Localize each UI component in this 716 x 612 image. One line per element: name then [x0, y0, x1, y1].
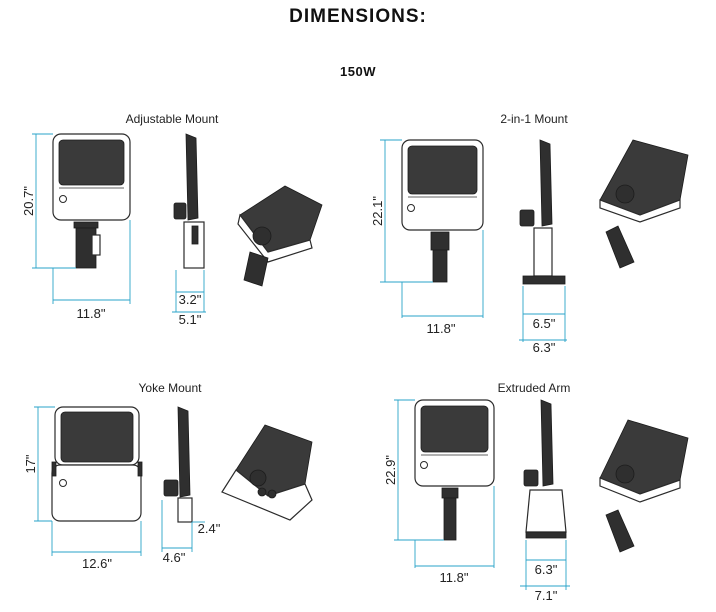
two-in-one-depth-dim: 6.5"	[533, 316, 556, 331]
extruded-arm-label: Extruded Arm	[498, 381, 571, 395]
two-in-one-width-dim: 11.8"	[427, 321, 456, 336]
adjustable-side-dim: 5.1"	[179, 312, 202, 327]
extruded-width-dim: 11.8"	[440, 570, 469, 585]
yoke-perspective-view	[221, 424, 313, 521]
extruded-arm-panel: Extruded Arm 22.9" 11.8"	[383, 381, 689, 603]
two-in-one-side-dim: 6.3"	[533, 340, 556, 355]
adjustable-perspective-view	[237, 185, 323, 287]
extruded-perspective-view	[599, 419, 689, 553]
adjustable-height-dim: 20.7"	[21, 186, 36, 216]
two-in-one-side-view	[519, 139, 566, 285]
adjustable-width-dim: 11.8"	[77, 306, 106, 321]
adjustable-depth-dim: 3.2"	[179, 292, 202, 307]
yoke-front-view	[51, 406, 143, 522]
adjustable-side-view	[173, 133, 205, 269]
adjustable-front-view	[52, 133, 131, 269]
two-in-one-front-view	[401, 139, 484, 283]
two-in-one-mount-panel: 2-in-1 Mount 22.1" 11.8"	[370, 112, 689, 355]
yoke-height-dim: 17"	[23, 454, 38, 473]
extruded-side-dim: 7.1"	[535, 588, 558, 603]
adjustable-mount-label: Adjustable Mount	[126, 112, 219, 126]
two-in-one-perspective-view	[599, 139, 689, 269]
adjustable-mount-panel: Adjustable Mount 20.7" 11.8"	[21, 112, 323, 327]
extruded-height-dim: 22.9"	[383, 455, 398, 485]
yoke-side-dim: 2.4"	[198, 521, 221, 536]
two-in-one-mount-label: 2-in-1 Mount	[500, 112, 568, 126]
extruded-side-view	[523, 399, 567, 539]
extruded-depth-dim: 6.3"	[535, 562, 558, 577]
extruded-front-view	[414, 399, 495, 541]
yoke-mount-label: Yoke Mount	[139, 381, 203, 395]
yoke-mount-panel: Yoke Mount 17" 12.6"	[23, 381, 313, 571]
page-title: DIMENSIONS:	[289, 6, 427, 27]
yoke-depth-dim: 4.6"	[163, 550, 186, 565]
two-in-one-height-dim: 22.1"	[370, 196, 385, 226]
yoke-width-dim: 12.6"	[82, 556, 112, 571]
yoke-side-view	[163, 406, 193, 523]
wattage-subtitle: 150W	[340, 64, 376, 79]
